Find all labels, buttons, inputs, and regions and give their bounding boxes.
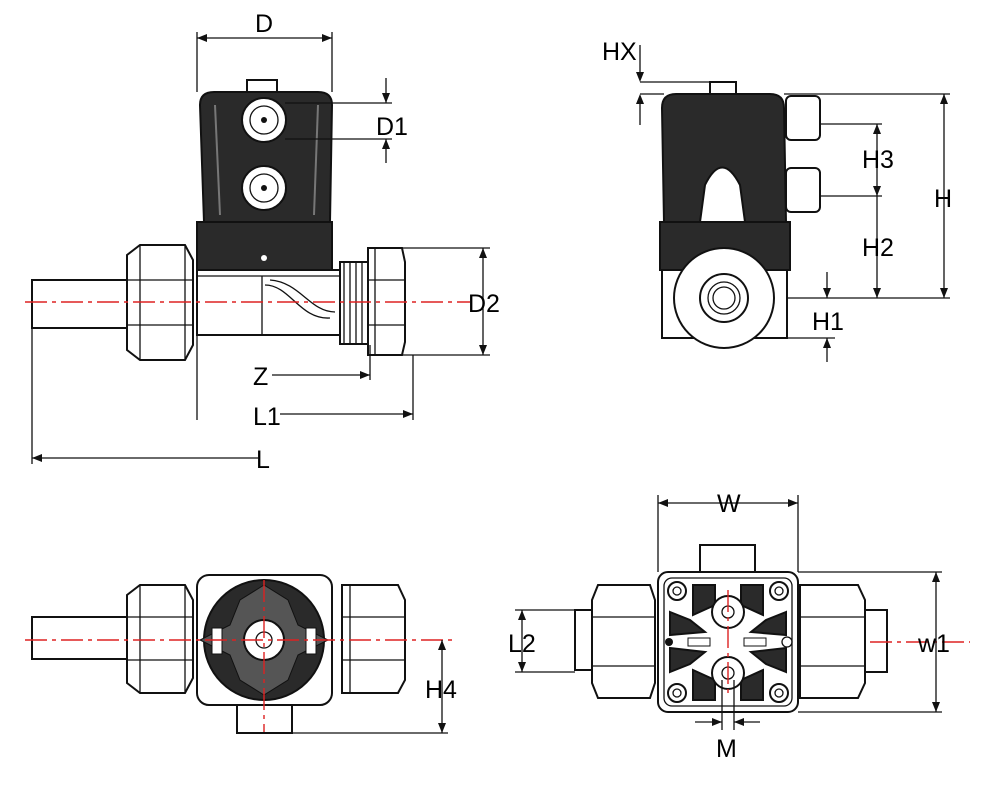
top-view: H4 xyxy=(25,574,457,734)
bottom-view: W L2 w1 M xyxy=(508,490,970,763)
dim-L-label: L xyxy=(256,446,270,474)
dim-Z-label: Z xyxy=(253,363,268,391)
side-view: HX H3 H2 H H1 xyxy=(602,38,952,362)
top-left-union-nut xyxy=(126,584,194,694)
dim-L2-label: L2 xyxy=(508,630,536,658)
bottom-left-stub xyxy=(574,609,593,671)
actuator-lower xyxy=(196,221,333,271)
dim-HX-label: HX xyxy=(602,38,637,66)
side-port-upper xyxy=(785,95,821,141)
left-pipe xyxy=(31,279,128,329)
dim-w1-label: w1 xyxy=(917,630,950,658)
actuator-housing xyxy=(198,91,334,223)
bottom-right-stub xyxy=(864,609,888,673)
dim-H1-label: H1 xyxy=(812,308,844,336)
dim-D2-label: D2 xyxy=(468,290,500,318)
threaded-connector xyxy=(339,261,369,345)
bottom-right-union-nut xyxy=(799,584,866,699)
dim-H3-label: H3 xyxy=(862,146,894,174)
dim-L1-label: L1 xyxy=(253,403,281,431)
side-port-lower xyxy=(785,167,821,213)
side-actuator-housing xyxy=(660,93,788,223)
bottom-top-port xyxy=(699,544,756,573)
top-cap xyxy=(246,79,278,93)
dim-H2-label: H2 xyxy=(862,234,894,262)
dim-D-label: D xyxy=(255,10,273,38)
indicator-dot xyxy=(261,255,267,261)
bottom-left-union-nut xyxy=(591,584,656,699)
dim-H4-label: H4 xyxy=(425,676,457,704)
top-right-union-nut xyxy=(341,584,406,694)
front-view: D D1 D2 Z L1 L xyxy=(25,10,500,474)
top-left-pipe xyxy=(31,616,128,660)
dim-H-label: H xyxy=(934,185,952,213)
dim-W-label: W xyxy=(717,490,741,518)
dim-D1-label: D1 xyxy=(376,113,408,141)
dim-M-label: M xyxy=(716,735,737,763)
side-top-cap xyxy=(709,81,737,95)
